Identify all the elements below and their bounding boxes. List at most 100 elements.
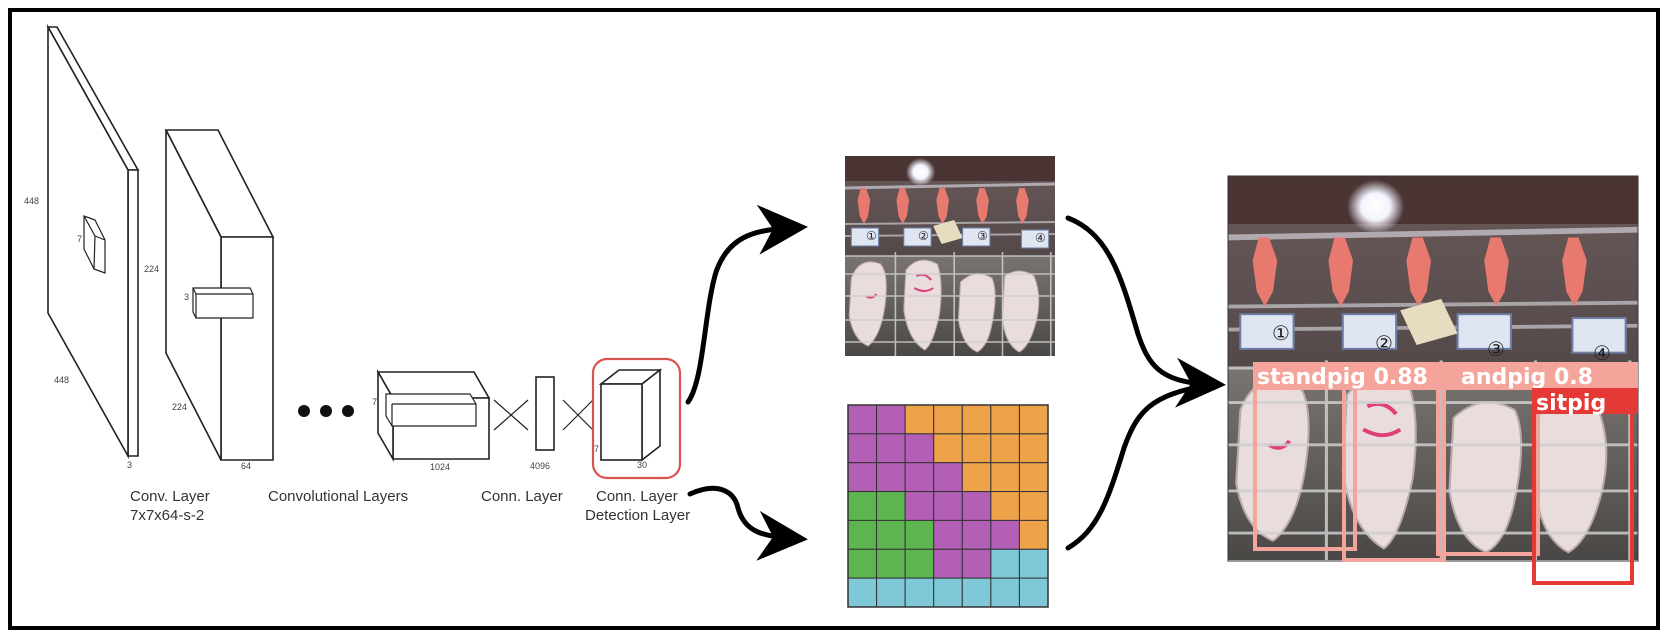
grid-cell — [990, 548, 1020, 579]
grid-cell — [990, 519, 1020, 550]
dim-l1-height: 448 — [24, 196, 39, 206]
dim-l3-depth: 1024 — [430, 462, 450, 472]
dim-l2-depth: 64 — [241, 461, 251, 471]
cnn-architecture — [46, 23, 682, 480]
caption-convolutional-layers: Convolutional Layers — [268, 488, 408, 505]
grid-cell — [933, 433, 963, 464]
grid-cell — [847, 404, 878, 435]
result-pen-2: ② — [1375, 331, 1393, 355]
dim-l2-width: 224 — [172, 402, 187, 412]
caption-detection-layer: Detection Layer — [585, 507, 690, 524]
grid-cell — [876, 577, 906, 608]
grid-cell — [847, 519, 878, 550]
dim-l5-kernel: 7 — [594, 444, 599, 454]
caption-conv-layer: Conv. Layer — [130, 488, 210, 505]
grid-cell — [961, 404, 992, 435]
dim-l2-kernel: 3 — [184, 292, 189, 302]
result-pen-4: ④ — [1593, 341, 1611, 365]
ellipsis-dots — [298, 405, 354, 417]
grid-cell — [990, 433, 1020, 464]
label-bg-2 — [1457, 362, 1638, 390]
grid-cell — [933, 577, 963, 608]
dim-l2-height: 224 — [144, 264, 159, 274]
grid-cell — [904, 462, 935, 493]
result-pen-badges: ① ② ③ ④ — [1272, 321, 1611, 365]
layer-captions: Conv. Layer 7x7x64-s-2 Convolutional Lay… — [130, 488, 690, 524]
grid-cell — [847, 462, 878, 493]
grid-cell — [990, 462, 1020, 493]
grid-cell — [847, 433, 878, 464]
caption-conn-layer: Conn. Layer — [481, 488, 563, 505]
grid-cell — [904, 404, 935, 435]
grid-cell — [904, 577, 935, 608]
pen-number-3: ③ — [977, 229, 988, 243]
grid-cell — [933, 462, 963, 493]
flow-arrows — [685, 204, 1226, 561]
label-bg-1 — [1253, 362, 1457, 390]
caption-conn-layer-2: Conn. Layer — [596, 488, 678, 505]
grid-cell — [933, 519, 963, 550]
arrow-to-photo — [685, 204, 808, 405]
grid-cell — [933, 548, 963, 579]
class-probability-grid — [847, 404, 1049, 608]
grid-cell — [933, 491, 963, 521]
grid-cell — [847, 577, 878, 608]
grid-cell — [1018, 404, 1049, 435]
pen-number-2: ② — [918, 229, 929, 243]
grid-cell — [990, 491, 1020, 521]
grid-cell — [961, 577, 992, 608]
grid-cell — [876, 491, 906, 521]
label-bg-3 — [1532, 388, 1638, 414]
grid-cell — [1018, 577, 1049, 608]
grid-cell — [876, 433, 906, 464]
detection-highlight — [591, 357, 682, 480]
input-volume — [46, 23, 140, 460]
grid-cell — [1018, 433, 1049, 464]
output-tensor — [598, 368, 663, 462]
dimension-labels: 448 448 3 7 224 224 64 3 7 1024 4096 7 3… — [24, 196, 647, 472]
grid-cell — [1018, 519, 1049, 550]
arrow-photo-to-result — [1065, 215, 1226, 408]
grid-cell — [904, 491, 935, 521]
grid-border — [847, 404, 1049, 608]
grid-cell — [990, 404, 1020, 435]
grid-cell — [961, 519, 992, 550]
dim-l1-width: 448 — [54, 375, 69, 385]
label-standpig-1: standpig 0.88 — [1257, 365, 1428, 390]
arrow-grid-to-result — [1065, 383, 1209, 551]
arrow-to-grid — [687, 485, 808, 561]
dim-l1-kernel: 7 — [77, 234, 82, 244]
grid-cell — [961, 462, 992, 493]
caption-conv-params: 7x7x64-s-2 — [130, 507, 204, 524]
dim-l1-depth: 3 — [127, 460, 132, 470]
grid-cell — [1018, 462, 1049, 493]
fc-layer-4096 — [535, 376, 555, 451]
conv-volume — [164, 129, 275, 461]
grid-cell — [876, 404, 906, 435]
dim-l5-depth: 30 — [637, 460, 647, 470]
grid-cell — [876, 548, 906, 579]
pen-number-badges: ① ② ③ ④ — [866, 229, 1046, 245]
grid-cell — [876, 519, 906, 550]
label-standpig-2: andpig 0.8 — [1461, 365, 1593, 390]
result-pen-3: ③ — [1487, 337, 1505, 361]
grid-cell — [904, 433, 935, 464]
label-sitpig: sitpig — [1536, 391, 1606, 416]
grid-cell — [961, 548, 992, 579]
grid-cell — [961, 491, 992, 521]
grid-cell — [1018, 548, 1049, 579]
grid-cell — [904, 548, 935, 579]
pen-number-4: ④ — [1035, 231, 1046, 245]
input-pig-photo — [843, 154, 1057, 358]
conv-block-1024 — [376, 369, 491, 462]
pen-number-1: ① — [866, 229, 877, 243]
grid-cell — [1018, 491, 1049, 521]
grid-cell — [847, 548, 878, 579]
grid-cell — [933, 404, 963, 435]
dim-l3-kernel: 7 — [372, 397, 377, 407]
grid-cell — [990, 577, 1020, 608]
grid-cell — [904, 519, 935, 550]
dim-l4-size: 4096 — [530, 461, 550, 471]
fc-connections-1 — [493, 399, 594, 431]
